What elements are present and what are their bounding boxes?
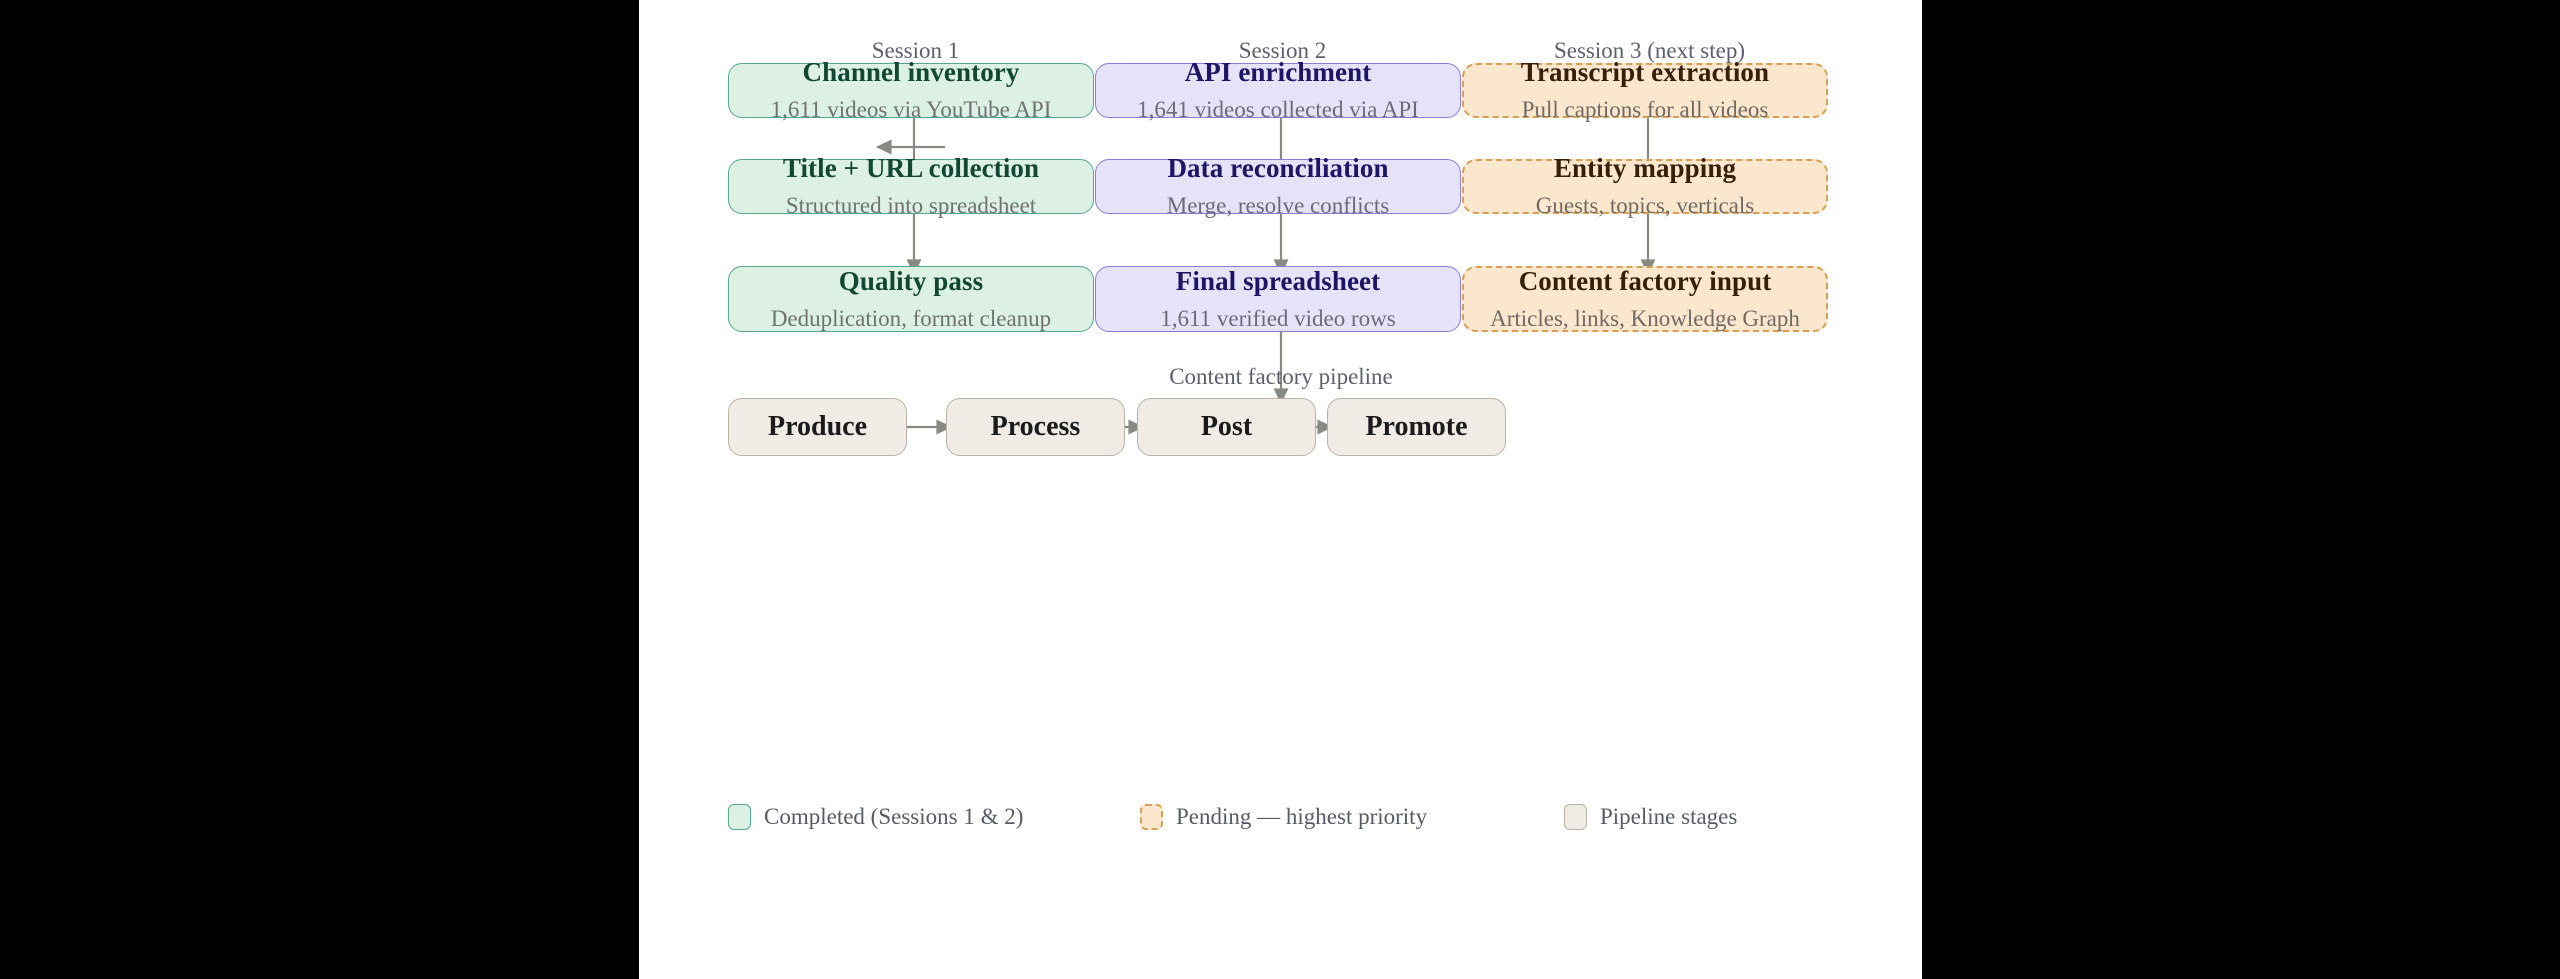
pipeline-caption: Content factory pipeline [1169,364,1393,389]
pipeline-stage-promote[interactable]: Promote [1327,398,1506,456]
stage-title: API enrichment [1184,57,1372,88]
legend-label: Pipeline stages [1600,804,1738,829]
legend-item-completed: Completed (Sessions 1 & 2) [728,800,1023,834]
stage-subtitle: Articles, links, Knowledge Graph [1490,305,1800,331]
pipeline-stage-process[interactable]: Process [946,398,1125,456]
column-header-session-2: Session 2 [1238,38,1327,63]
stage-box-api-enrichment[interactable]: API enrichment 1,641 videos collected vi… [1095,57,1461,122]
stage-box-quality-pass[interactable]: Quality pass Deduplication, format clean… [728,266,1094,332]
legend-label: Pending — highest priority [1176,804,1428,829]
stage-title: Entity mapping [1553,153,1737,184]
legend: Completed (Sessions 1 & 2) Pending — hig… [639,800,1922,840]
diagram-page: Session 1 Session 2 Session 3 (next step… [639,0,1922,979]
stage-box-final-spreadsheet[interactable]: Final spreadsheet 1,611 verified video r… [1095,266,1461,332]
column-header-session-3: Session 3 (next step) [1553,38,1745,63]
stage-title: Channel inventory [802,57,1020,88]
legend-item-pipeline: Pipeline stages [1564,800,1737,834]
stage-box-transcript-extraction[interactable]: Transcript extraction Pull captions for … [1462,57,1828,122]
stage-subtitle: Pull captions for all videos [1521,97,1769,123]
legend-item-pending: Pending — highest priority [1140,800,1427,834]
stage-title: Final spreadsheet [1175,265,1381,296]
legend-swatch-pipeline-icon [1564,804,1587,830]
stage-title: Title + URL collection [782,153,1040,184]
stage-title: Transcript extraction [1520,57,1770,88]
stage-box-entity-mapping[interactable]: Entity mapping Guests, topics, verticals [1462,153,1828,218]
stage-box-content-factory-input[interactable]: Content factory input Articles, links, K… [1462,266,1828,332]
stage-box-channel-inventory[interactable]: Channel inventory 1,611 videos via YouTu… [728,57,1094,122]
stage-subtitle: Deduplication, format cleanup [770,305,1052,331]
stage-title: Content factory input [1518,265,1772,296]
stage-subtitle: Merge, resolve conflicts [1166,193,1390,219]
stage-subtitle: 1,611 videos via YouTube API [770,97,1052,123]
stage-box-data-reconciliation[interactable]: Data reconciliation Merge, resolve confl… [1095,153,1461,218]
pipeline-stage-post[interactable]: Post [1137,398,1316,456]
stage-title: Quality pass [838,265,984,296]
column-header-session-1: Session 1 [871,38,960,63]
legend-swatch-pending-icon [1140,804,1163,830]
pipeline-stage-produce[interactable]: Produce [728,398,907,456]
stage-title: Data reconciliation [1167,153,1389,184]
stage-subtitle: Structured into spreadsheet [785,193,1037,219]
stage-subtitle: Guests, topics, verticals [1535,193,1755,219]
legend-swatch-completed-icon [728,804,751,830]
stage-subtitle: 1,641 videos collected via API [1137,97,1419,123]
legend-label: Completed (Sessions 1 & 2) [764,804,1024,829]
stage-subtitle: 1,611 verified video rows [1160,305,1396,331]
stage-box-title-url-collection[interactable]: Title + URL collection Structured into s… [728,153,1094,218]
